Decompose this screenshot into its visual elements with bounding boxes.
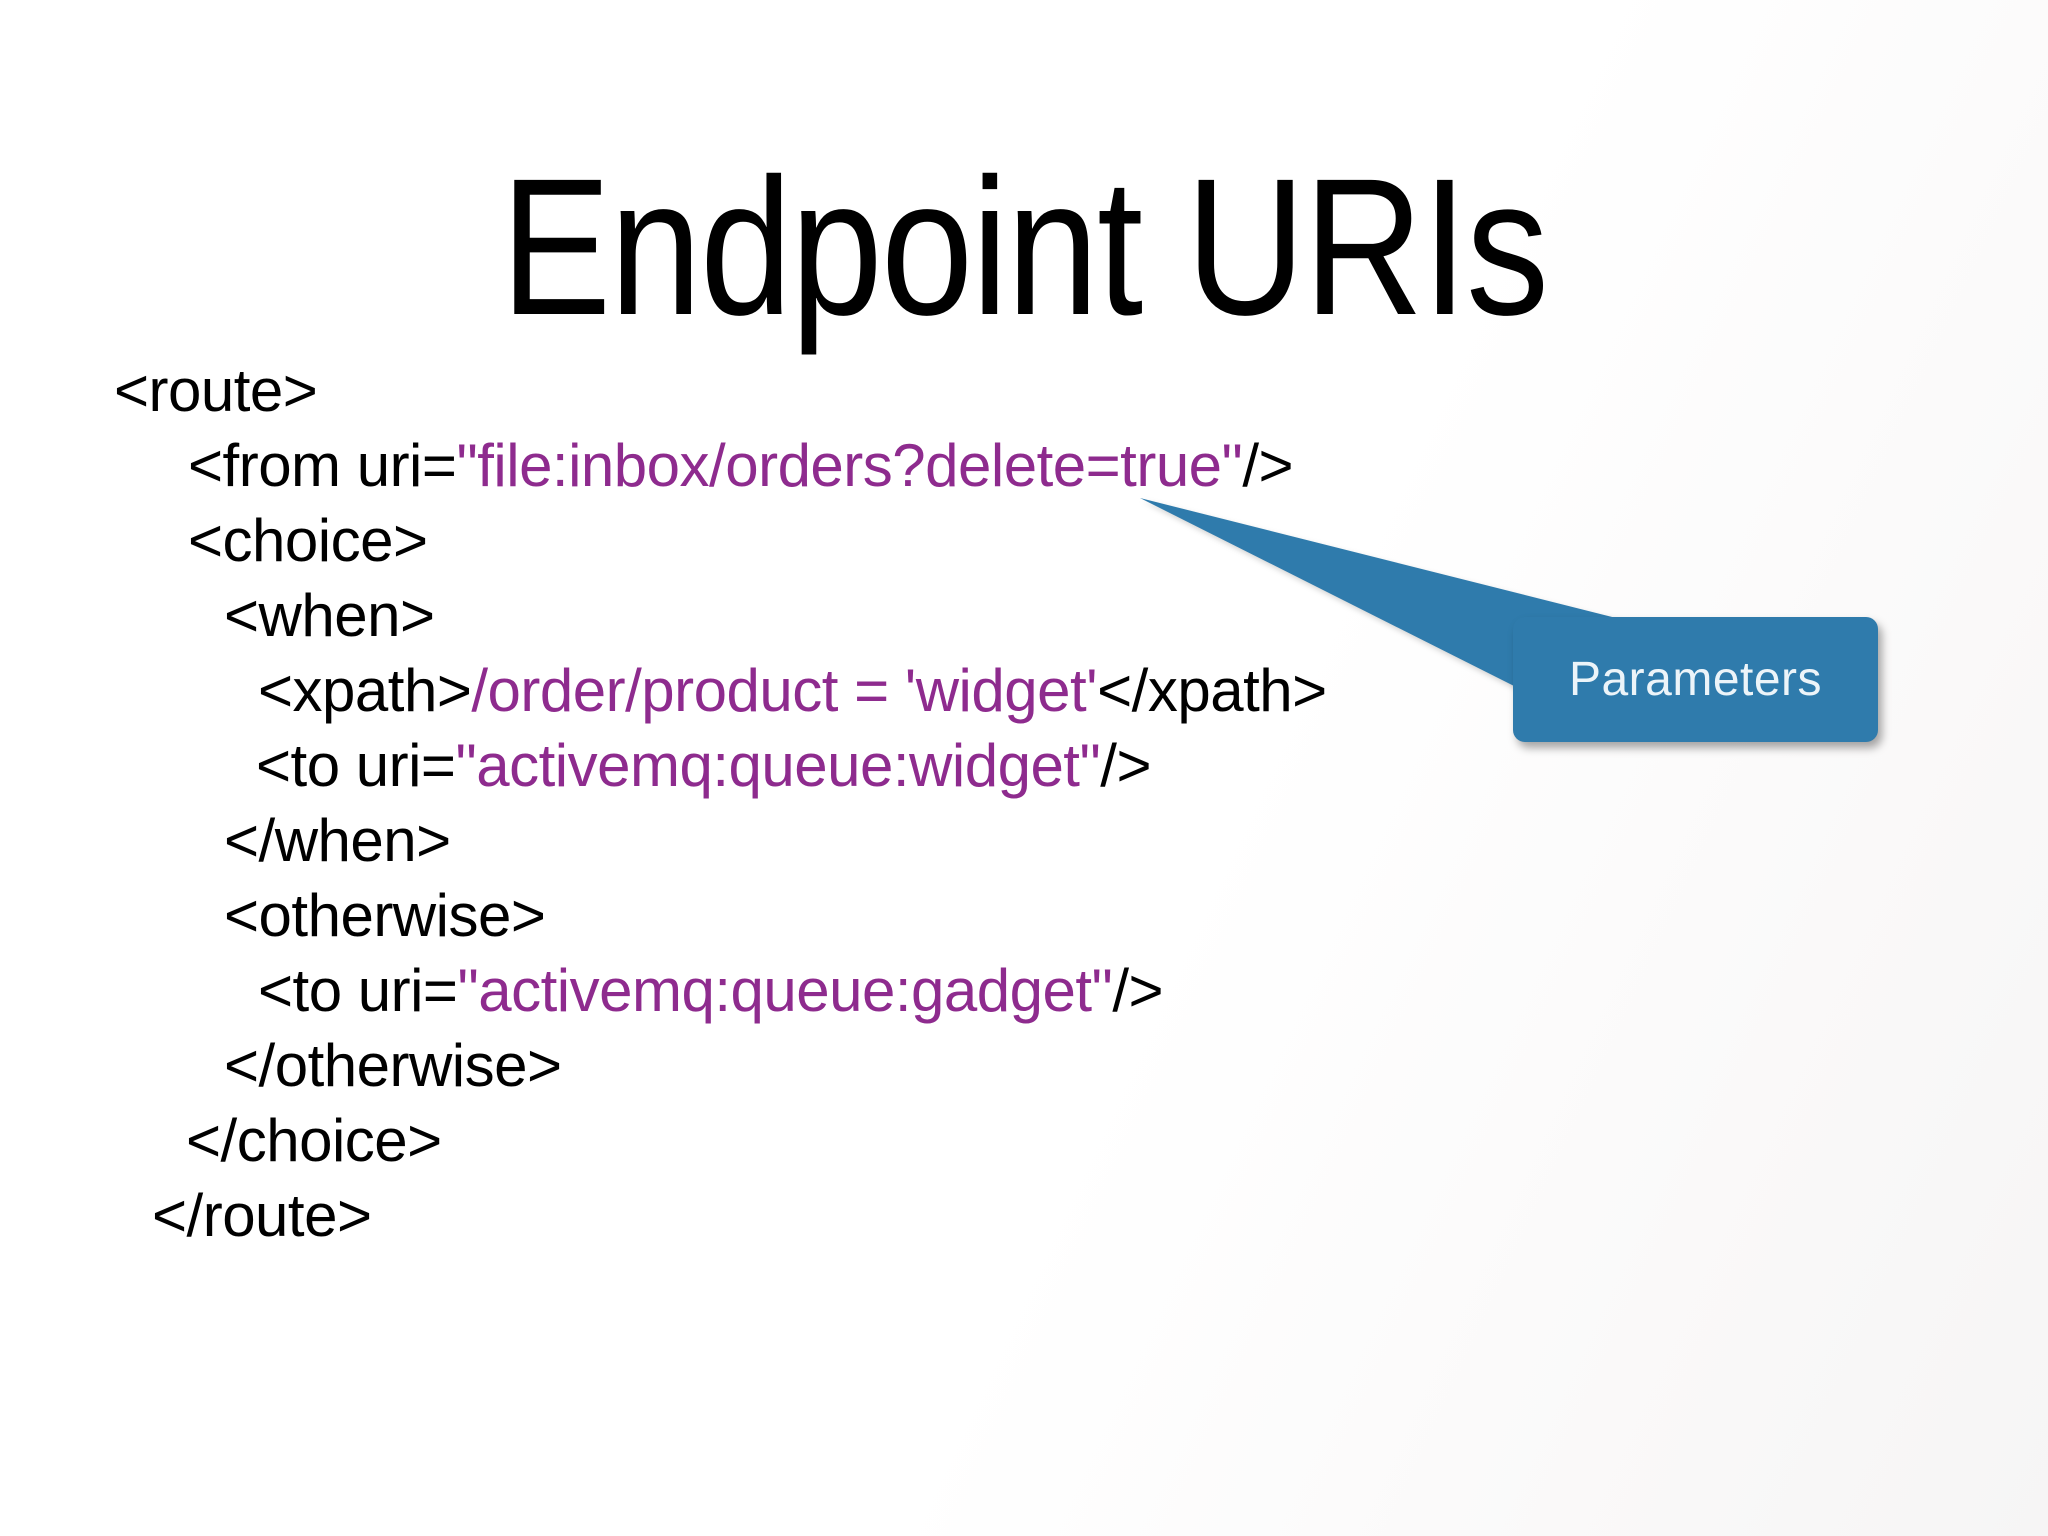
code-tag-segment: <otherwise> — [224, 882, 546, 949]
code-tag-segment: <route> — [114, 357, 318, 424]
code-line-1: <route> — [0, 353, 2048, 428]
code-line-10: </otherwise> — [0, 1028, 2048, 1103]
code-line-11: </choice> — [0, 1103, 2048, 1178]
code-line-12: </route> — [0, 1178, 2048, 1253]
code-tag-segment: </when> — [224, 807, 451, 874]
code-tag-segment: /> — [1112, 957, 1164, 1024]
code-tag-segment: <to uri= — [258, 957, 458, 1024]
code-tag-segment: <choice> — [188, 507, 428, 574]
code-line-7: </when> — [0, 803, 2048, 878]
code-tag-segment: /> — [1100, 732, 1151, 799]
code-value-segment: "file:inbox/orders?delete=true" — [456, 432, 1243, 499]
code-line-6: <to uri="activemq:queue:widget"/> — [0, 728, 2048, 803]
code-line-4: <when> — [0, 578, 2048, 653]
code-line-5: <xpath>/order/product = 'widget'</xpath> — [0, 653, 2048, 728]
code-value-segment: /order/product = 'widget' — [471, 657, 1098, 724]
parameters-callout-label: Parameters — [1568, 653, 1823, 706]
code-line-3: <choice> — [0, 503, 2048, 578]
code-tag-segment: </route> — [152, 1182, 372, 1249]
code-tag-segment: <to uri= — [256, 732, 456, 799]
slide-title: Endpoint URIs — [500, 138, 1549, 356]
code-tag-segment: <when> — [224, 582, 435, 649]
code-value-segment: "activemq:queue:gadget" — [457, 957, 1113, 1024]
code-line-8: <otherwise> — [0, 878, 2048, 953]
code-tag-segment: <xpath> — [258, 657, 472, 724]
code-tag-segment: </xpath> — [1097, 657, 1327, 724]
code-line-2: <from uri="file:inbox/orders?delete=true… — [0, 428, 2048, 503]
parameters-callout: Parameters — [1513, 617, 1878, 742]
xml-code-block: <route><from uri="file:inbox/orders?dele… — [0, 353, 2048, 1253]
code-tag-segment: </otherwise> — [224, 1032, 562, 1099]
code-tag-segment: <from uri= — [188, 432, 457, 499]
code-tag-segment: /> — [1242, 432, 1294, 499]
code-tag-segment: </choice> — [186, 1107, 442, 1174]
code-value-segment: "activemq:queue:widget" — [455, 732, 1101, 799]
code-line-9: <to uri="activemq:queue:gadget"/> — [0, 953, 2048, 1028]
